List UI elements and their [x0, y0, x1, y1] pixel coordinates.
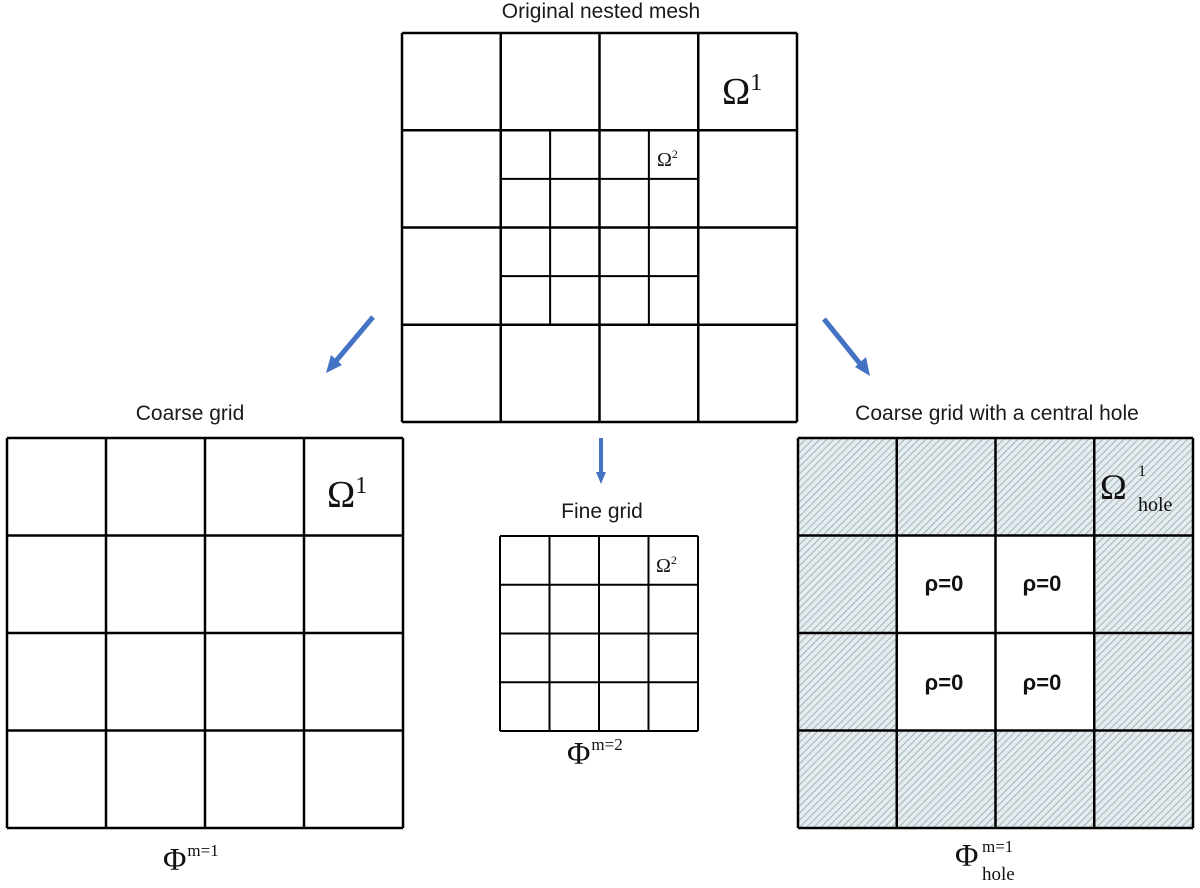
phi-hole-label: Φ: [955, 837, 978, 873]
hatched-cell: [1094, 438, 1193, 536]
original-mesh-lines: [400, 31, 799, 424]
arrow-to-fine: [596, 438, 606, 484]
hatched-cell: [995, 730, 1095, 828]
hole-omega1-sub: hole: [1138, 494, 1173, 516]
hole-grid-title: Coarse grid with a central hole: [855, 402, 1139, 425]
hatched-cell: [995, 438, 1095, 536]
hatched-cell: [798, 730, 897, 828]
rho-zero-label: ρ=0: [1023, 670, 1062, 695]
coarse-grid-lines: [5, 436, 405, 830]
hatched-cell: [896, 438, 996, 536]
hatched-cell: [798, 535, 897, 633]
hatched-cell: [1094, 730, 1193, 828]
fine-grid-lines: [499, 535, 699, 732]
hole-cell: [995, 535, 1095, 633]
original-omega2-label: Ω2: [657, 147, 678, 171]
original-mesh: Original nested mesh Ω1 Ω2: [400, 0, 799, 424]
phi-fine-label: Φm=2: [567, 735, 623, 771]
hatched-cell: [896, 730, 996, 828]
hatched-cell: [798, 438, 897, 536]
arrow-to-coarse: [326, 315, 375, 373]
phi-coarse-label: Φm=1: [163, 841, 219, 877]
rho-zero-label: ρ=0: [1023, 571, 1062, 596]
coarse-grid-title: Coarse grid: [136, 402, 245, 425]
original-omega1-label: Ω1: [722, 70, 762, 113]
coarse-omega1-label: Ω1: [327, 473, 367, 516]
hole-cell: [995, 633, 1095, 731]
hole-cell: [896, 633, 996, 731]
fine-grid-title: Fine grid: [561, 500, 643, 523]
hole-grid-lines: [796, 436, 1195, 830]
hole-rho-labels: ρ=0 ρ=0 ρ=0 ρ=0: [925, 571, 1062, 695]
rho-zero-label: ρ=0: [925, 571, 964, 596]
fine-grid: Fine grid Ω2 Φm=2: [499, 500, 699, 771]
hatched-cell: [798, 633, 897, 731]
hole-grid: Coarse grid with a central hole ρ=0 ρ=0 …: [796, 402, 1195, 885]
hole-grid-hatched-cells: [798, 438, 1193, 828]
hatched-cell: [1094, 633, 1193, 731]
hatched-cell: [1094, 535, 1193, 633]
fine-omega2-label: Ω2: [656, 553, 677, 577]
arrow-to-hole: [822, 317, 870, 376]
rho-zero-label: ρ=0: [925, 670, 964, 695]
phi-hole-sub: hole: [982, 864, 1015, 885]
coarse-grid: Coarse grid Ω1 Φm=1: [5, 402, 405, 877]
hole-omega1-sup: 1: [1138, 463, 1146, 480]
phi-hole-sup: m=1: [982, 837, 1013, 856]
original-mesh-title: Original nested mesh: [502, 0, 700, 23]
hole-cell: [896, 535, 996, 633]
hole-omega1-label: Ω: [1100, 467, 1127, 507]
